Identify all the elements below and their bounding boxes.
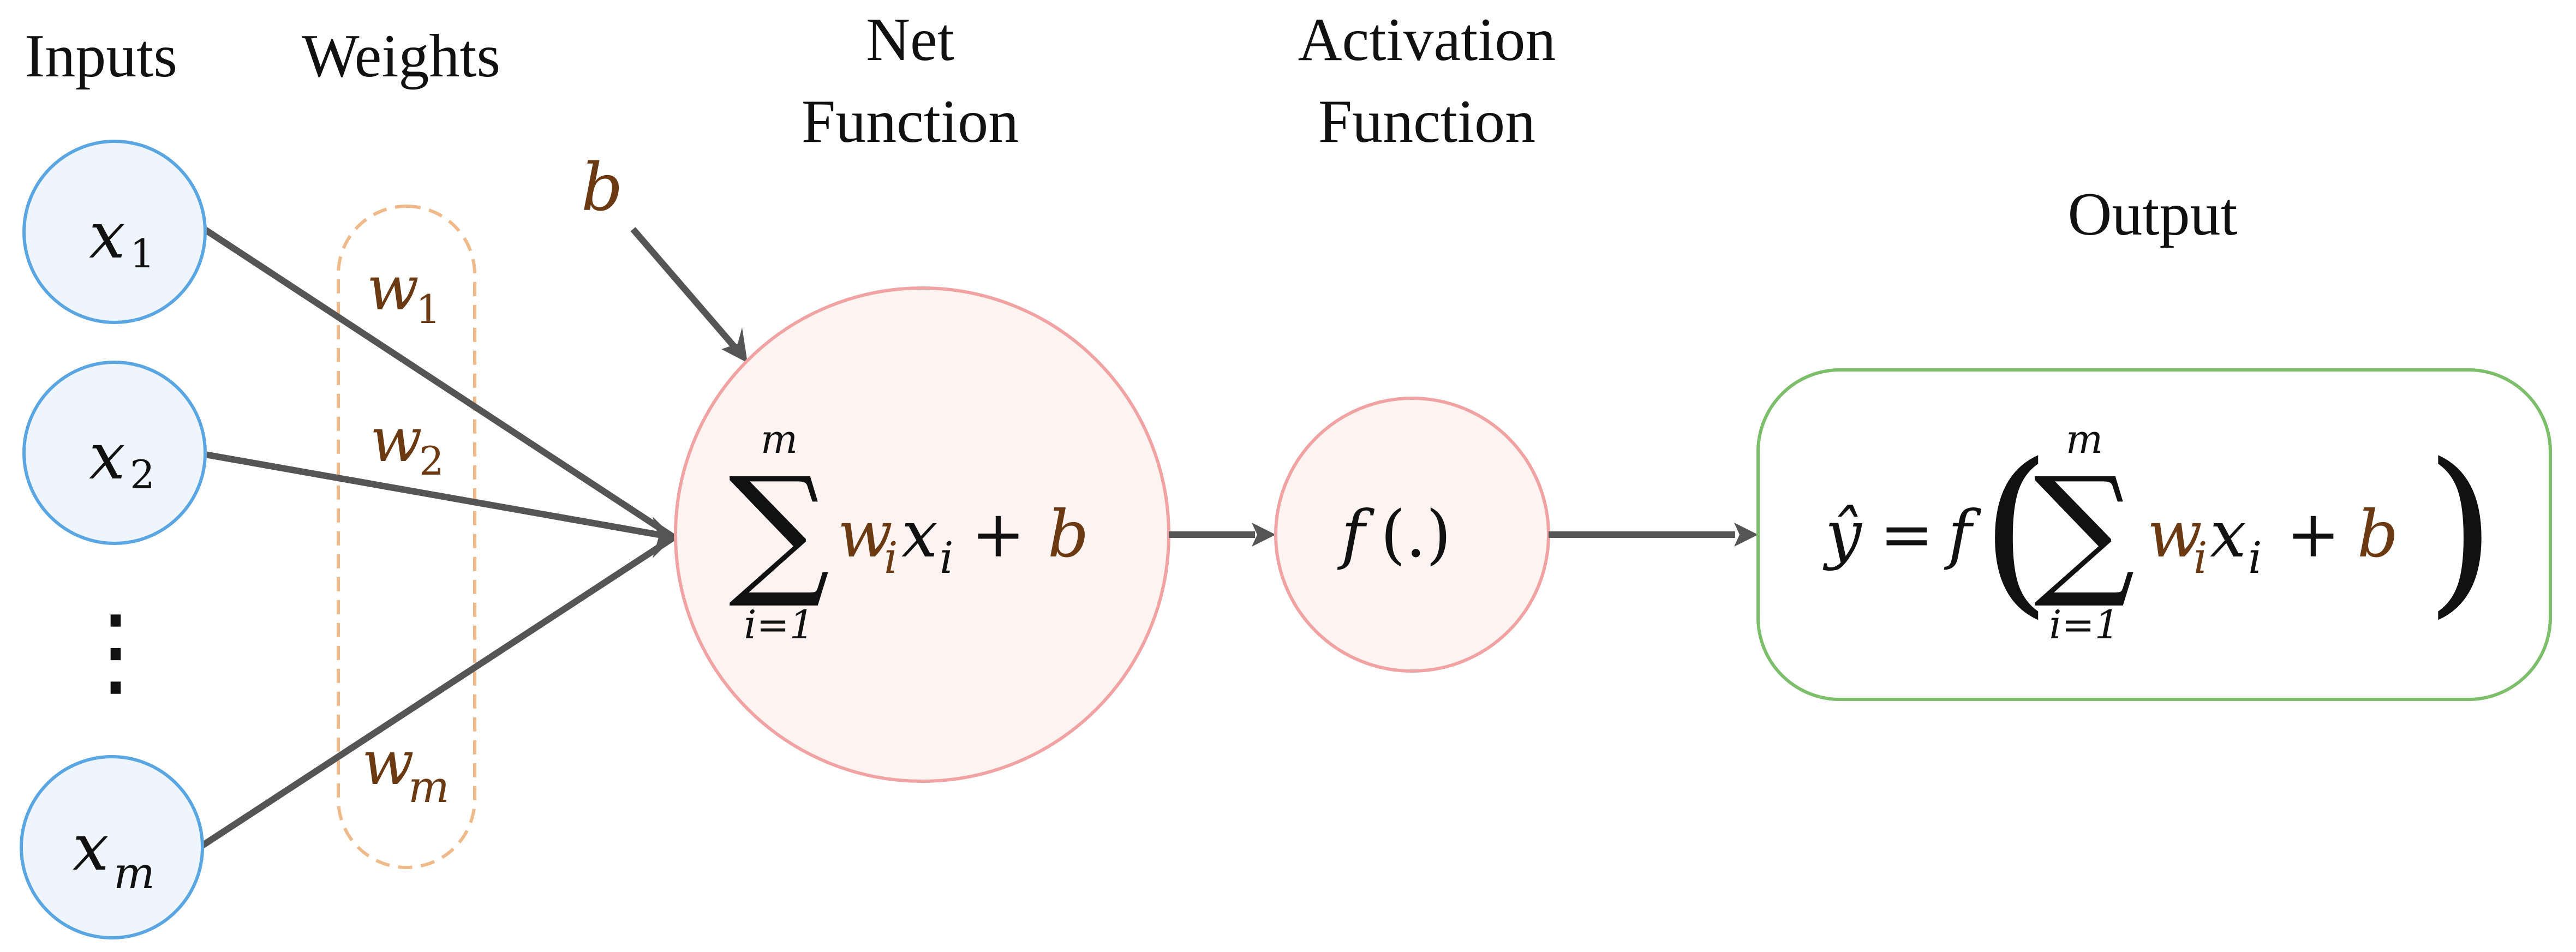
input-node-xm <box>20 755 204 939</box>
output-lparen: ( <box>1981 425 2051 634</box>
output-yhat: ŷ <box>1822 496 1862 572</box>
output-sum-symbol: ∑ <box>2034 447 2135 612</box>
net-plus: + <box>971 496 1025 572</box>
weight-w1-var: w <box>367 253 419 324</box>
input-x1-sub: 1 <box>130 231 155 277</box>
net-x: x <box>901 496 938 572</box>
input-node-x1 <box>22 140 207 324</box>
activation-arg: (.) <box>1380 496 1451 572</box>
output-b: b <box>2357 496 2399 572</box>
inputs-ellipsis: ⋮ <box>67 594 165 708</box>
connection-x2-to-net <box>201 451 675 541</box>
activation-function-header-line1: Activation <box>1298 6 1556 74</box>
input-x2-sub: 2 <box>130 452 155 498</box>
input-node-x2 <box>22 361 207 545</box>
input-x2-var: x <box>89 418 125 494</box>
output-sum-upper: m <box>2066 416 2103 462</box>
net-b: b <box>1048 496 1089 572</box>
weight-wm-sub: m <box>408 762 450 812</box>
net-sum-symbol: ∑ <box>728 447 830 612</box>
inputs-header: Inputs <box>25 22 177 90</box>
weights-header: Weights <box>302 22 500 90</box>
net-sum-lower: i=1 <box>744 602 814 648</box>
net-function-header-line1: Net <box>866 6 954 74</box>
output-w-sub: i <box>2194 532 2208 583</box>
input-xm-sub: m <box>113 848 155 899</box>
output-header: Output <box>2067 181 2237 248</box>
weight-w1-sub: 1 <box>416 286 441 332</box>
output-x: x <box>2210 496 2246 572</box>
activation-function-header-line2: Function <box>1318 88 1535 155</box>
input-x1-var: x <box>89 197 125 273</box>
net-w-sub: i <box>884 532 898 583</box>
weight-w2-var: w <box>370 405 422 476</box>
net-function-header-line2: Function <box>802 88 1019 155</box>
net-sum-upper: m <box>761 416 798 462</box>
output-x-sub: i <box>2248 532 2262 583</box>
output-rparen: ) <box>2425 425 2496 634</box>
weight-wm-var: w <box>362 728 414 799</box>
bias-arrow <box>630 227 738 350</box>
connection-x1-to-net <box>203 226 676 541</box>
output-sum-lower: i=1 <box>2049 602 2119 648</box>
arrow-activation-to-output-head <box>1734 523 1758 547</box>
output-plus: + <box>2286 496 2340 572</box>
net-x-sub: i <box>940 532 954 583</box>
net-input-arrowhead <box>653 517 674 558</box>
bias-arrowhead <box>721 327 748 363</box>
arrow-net-to-activation-head <box>1252 523 1276 547</box>
input-xm-var: x <box>73 810 109 885</box>
weights-group-box <box>337 205 476 869</box>
bias-label: b <box>581 150 623 226</box>
connection-xm-to-net <box>198 534 676 851</box>
output-w: w <box>2147 496 2202 572</box>
weight-w2-sub: 2 <box>419 438 444 484</box>
net-w: w <box>838 496 893 572</box>
output-equals: = <box>1880 496 1934 572</box>
output-box <box>1756 368 2552 701</box>
